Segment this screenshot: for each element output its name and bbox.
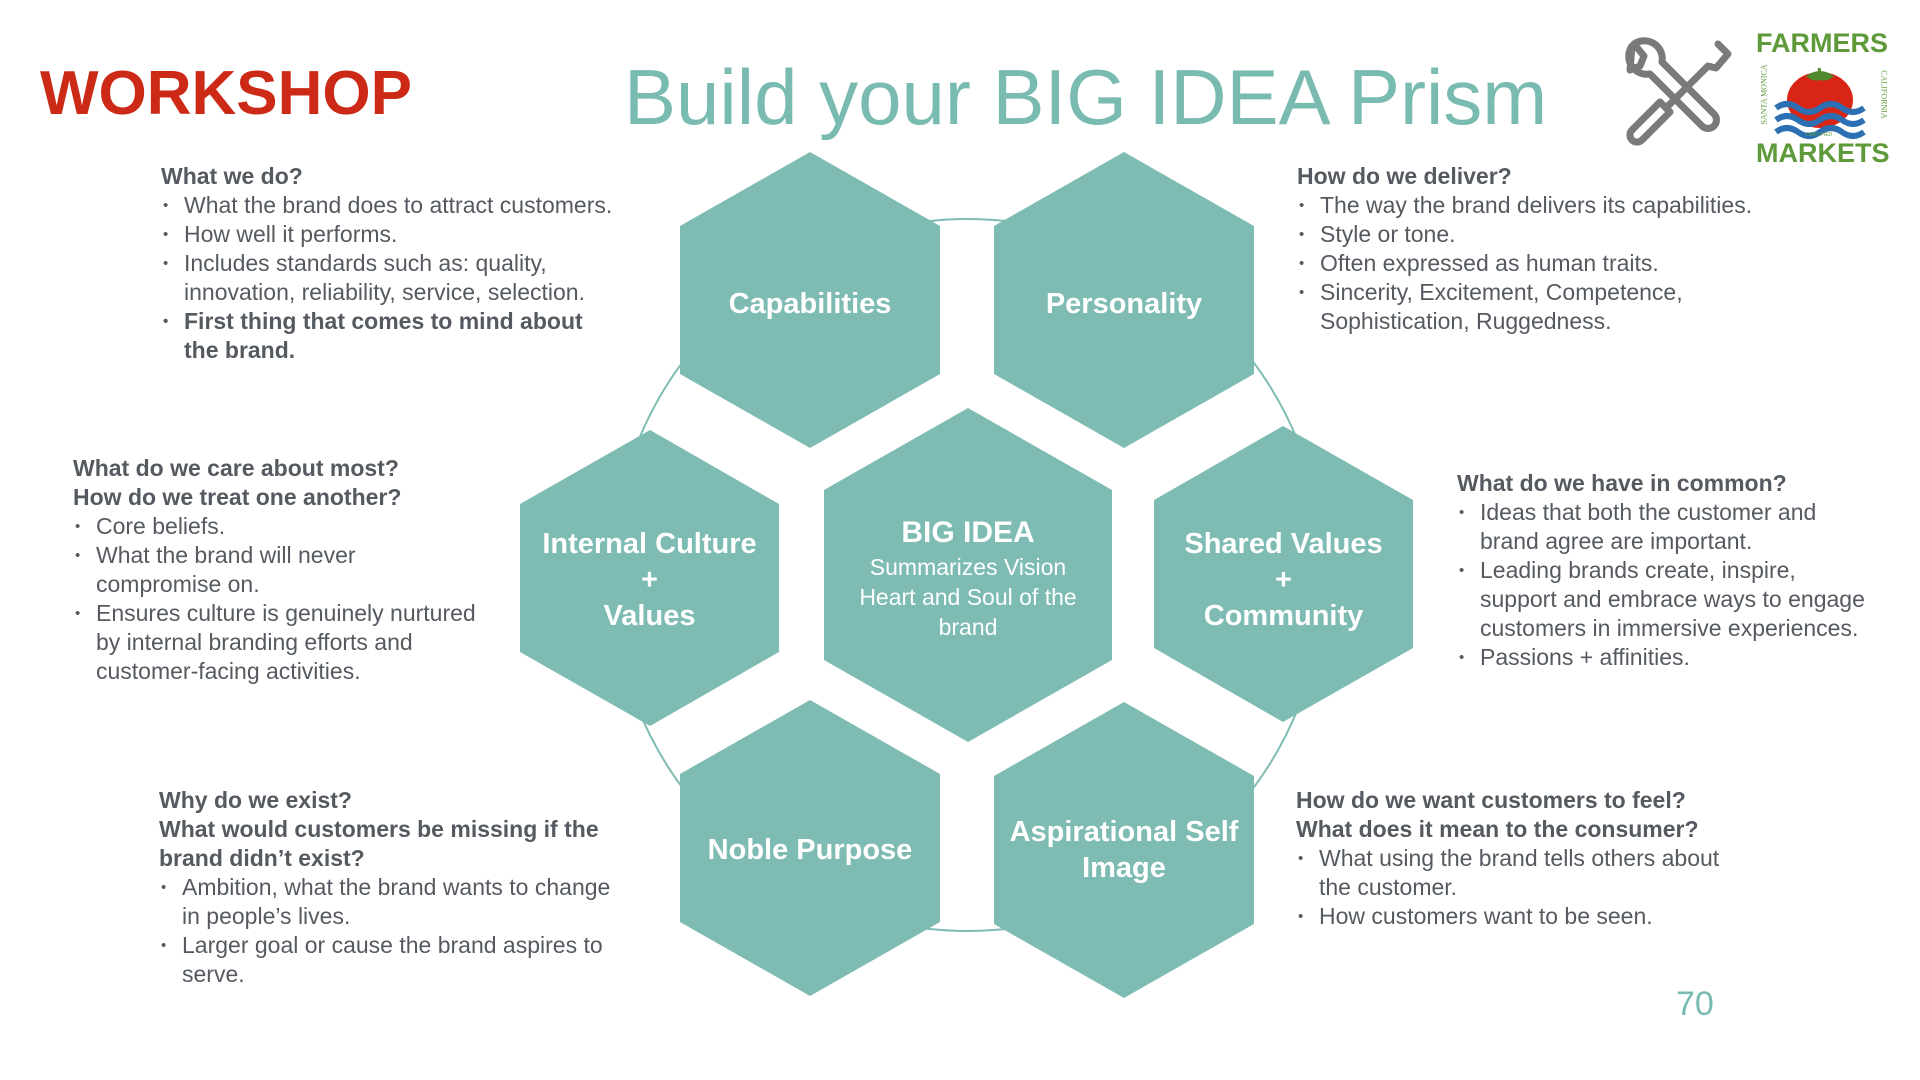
list-item: How well it performs. (161, 220, 661, 249)
hex-shared-values (1154, 426, 1413, 722)
shared-values-line3: Community (1203, 600, 1364, 632)
hex-aspirational (994, 702, 1254, 998)
list-item: Ambition, what the brand wants to change… (159, 873, 659, 931)
aspirational-label: Aspirational Self Image (994, 812, 1254, 888)
certified-text: CERTIFIED (1805, 132, 1833, 138)
tomato-icon (1774, 67, 1866, 139)
hex-big-idea (824, 408, 1112, 742)
big-idea-sub2: Heart and Soul of the (859, 584, 1077, 610)
what-we-do-list: What the brand does to attract customers… (161, 191, 661, 365)
internal-culture-line2: + (641, 564, 658, 596)
list-item: Ensures culture is genuinely nurturedby … (73, 599, 513, 686)
hex-capabilities (680, 152, 940, 448)
big-idea-title: BIG IDEA (901, 516, 1035, 549)
customers-feel-question1: How do we want customers to feel? (1296, 787, 1686, 813)
list-item: How customers want to be seen. (1296, 902, 1796, 931)
care-most-block: What do we care about most? How do we tr… (73, 454, 513, 686)
why-exist-list: Ambition, what the brand wants to change… (159, 873, 659, 989)
big-idea-label: BIG IDEA Summarizes Vision Heart and Sou… (824, 516, 1112, 640)
page-number: 70 (1676, 985, 1714, 1023)
list-item: Style or tone. (1297, 220, 1817, 249)
care-most-question1: What do we care about most? (73, 455, 399, 481)
hex-internal-culture (520, 430, 779, 726)
shared-values-label: Shared Values + Community (1154, 520, 1413, 640)
customers-feel-list: What using the brand tells others aboutt… (1296, 844, 1796, 931)
personality-label: Personality (994, 280, 1254, 328)
list-item: Often expressed as human traits. (1297, 249, 1817, 278)
hex-noble-purpose (680, 700, 940, 996)
list-item: Includes standards such as: quality,inno… (161, 249, 661, 307)
personality-text: Personality (1045, 288, 1203, 320)
list-item: What using the brand tells others aboutt… (1296, 844, 1796, 902)
aspirational-line2: Image (1082, 852, 1166, 884)
farmers-text: FARMERS (1756, 28, 1889, 58)
customers-feel-block: How do we want customers to feel? What d… (1296, 786, 1796, 931)
what-we-do-question: What we do? (161, 163, 303, 189)
list-item: Leading brands create, inspire,support a… (1457, 556, 1917, 643)
markets-text: MARKETS (1756, 138, 1890, 168)
in-common-block: What do we have in common? Ideas that bo… (1457, 469, 1917, 672)
internal-culture-line3: Values (603, 600, 696, 632)
list-item: The way the brand delivers its capabilit… (1297, 191, 1817, 220)
why-exist-block: Why do we exist? What would customers be… (159, 786, 659, 989)
big-idea-sub1: Summarizes Vision (869, 554, 1067, 580)
list-item: First thing that comes to mind aboutthe … (161, 307, 661, 365)
list-item: Passions + affinities. (1457, 643, 1917, 672)
noble-purpose-text: Noble Purpose (707, 834, 913, 866)
how-deliver-question: How do we deliver? (1297, 163, 1512, 189)
in-common-question: What do we have in common? (1457, 470, 1787, 496)
shared-values-line2: + (1275, 564, 1292, 596)
shared-values-line1: Shared Values (1184, 528, 1383, 560)
what-we-do-block: What we do? What the brand does to attra… (161, 162, 661, 365)
capabilities-text: Capabilities (728, 288, 892, 320)
capabilities-label: Capabilities (680, 280, 940, 328)
care-most-list: Core beliefs. What the brand will neverc… (73, 512, 513, 686)
california-text: CALIFORNIA (1879, 70, 1889, 119)
internal-culture-label: Internal Culture + Values (520, 520, 779, 640)
list-item: What the brand does to attract customers… (161, 191, 661, 220)
santa-monica-text: SANTA MONICA (1759, 64, 1769, 125)
noble-purpose-label: Noble Purpose (680, 826, 940, 874)
workshop-label: WORKSHOP (40, 59, 412, 128)
list-item: Core beliefs. (73, 512, 513, 541)
care-most-question2: How do we treat one another? (73, 484, 402, 510)
why-exist-question1: Why do we exist? (159, 787, 352, 813)
how-deliver-list: The way the brand delivers its capabilit… (1297, 191, 1817, 336)
how-deliver-block: How do we deliver? The way the brand del… (1297, 162, 1817, 336)
big-idea-sub3: brand (938, 614, 998, 640)
customers-feel-question2: What does it mean to the consumer? (1296, 816, 1699, 842)
internal-culture-line1: Internal Culture (542, 528, 757, 560)
list-item: Sincerity, Excitement, Competence,Sophis… (1297, 278, 1817, 336)
hex-personality (994, 152, 1254, 448)
list-item: Larger goal or cause the brand aspires t… (159, 931, 659, 989)
aspirational-line1: Aspirational Self (1009, 816, 1239, 848)
slide-title: Build your BIG IDEA Prism (624, 53, 1548, 141)
wrench-screwdriver-icon (1625, 37, 1732, 146)
farmers-markets-logo: FARMERS MARKETS SANTA MONICA CALIFORNIA … (1754, 28, 1890, 168)
